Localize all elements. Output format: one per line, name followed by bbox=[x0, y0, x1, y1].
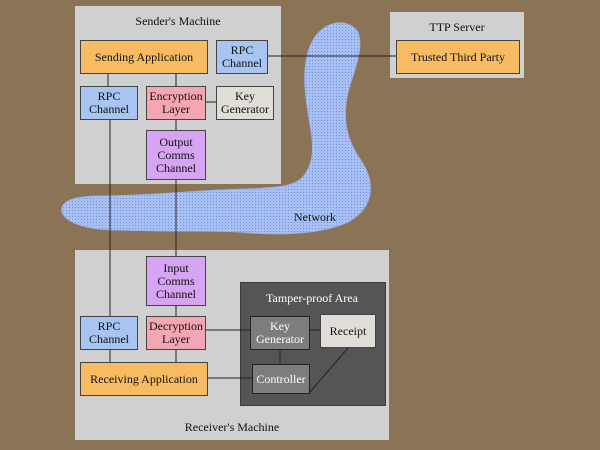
receiving-application-box: Receiving Application bbox=[80, 362, 208, 396]
senders-machine-label: Sender's Machine bbox=[135, 14, 221, 28]
input-comms-channel-box: Input Comms Channel bbox=[146, 256, 206, 306]
controller-box: Controller bbox=[252, 364, 310, 394]
sending-application-box: Sending Application bbox=[80, 40, 208, 74]
receivers-machine-label: Receiver's Machine bbox=[184, 420, 280, 434]
network-label: Network bbox=[294, 210, 336, 224]
trusted-third-party-box: Trusted Third Party bbox=[396, 40, 520, 74]
key-generator-sender-box: Key Generator bbox=[216, 86, 274, 120]
decryption-layer-box: Decryption Layer bbox=[146, 316, 206, 350]
rpc-channel-sender-top-box: RPC Channel bbox=[216, 40, 268, 74]
network-shape bbox=[61, 22, 371, 235]
encryption-layer-box: Encryption Layer bbox=[146, 86, 206, 120]
output-comms-channel-box: Output Comms Channel bbox=[146, 130, 206, 180]
rpc-channel-receiver-box: RPC Channel bbox=[80, 316, 138, 350]
tamper-proof-area-label: Tamper-proof Area bbox=[266, 291, 358, 305]
receipt-box: Receipt bbox=[320, 314, 376, 348]
ttp-server-label: TTP Server bbox=[429, 20, 485, 34]
rpc-channel-sender-left-box: RPC Channel bbox=[80, 86, 138, 120]
key-generator-receiver-box: Key Generator bbox=[250, 316, 310, 350]
